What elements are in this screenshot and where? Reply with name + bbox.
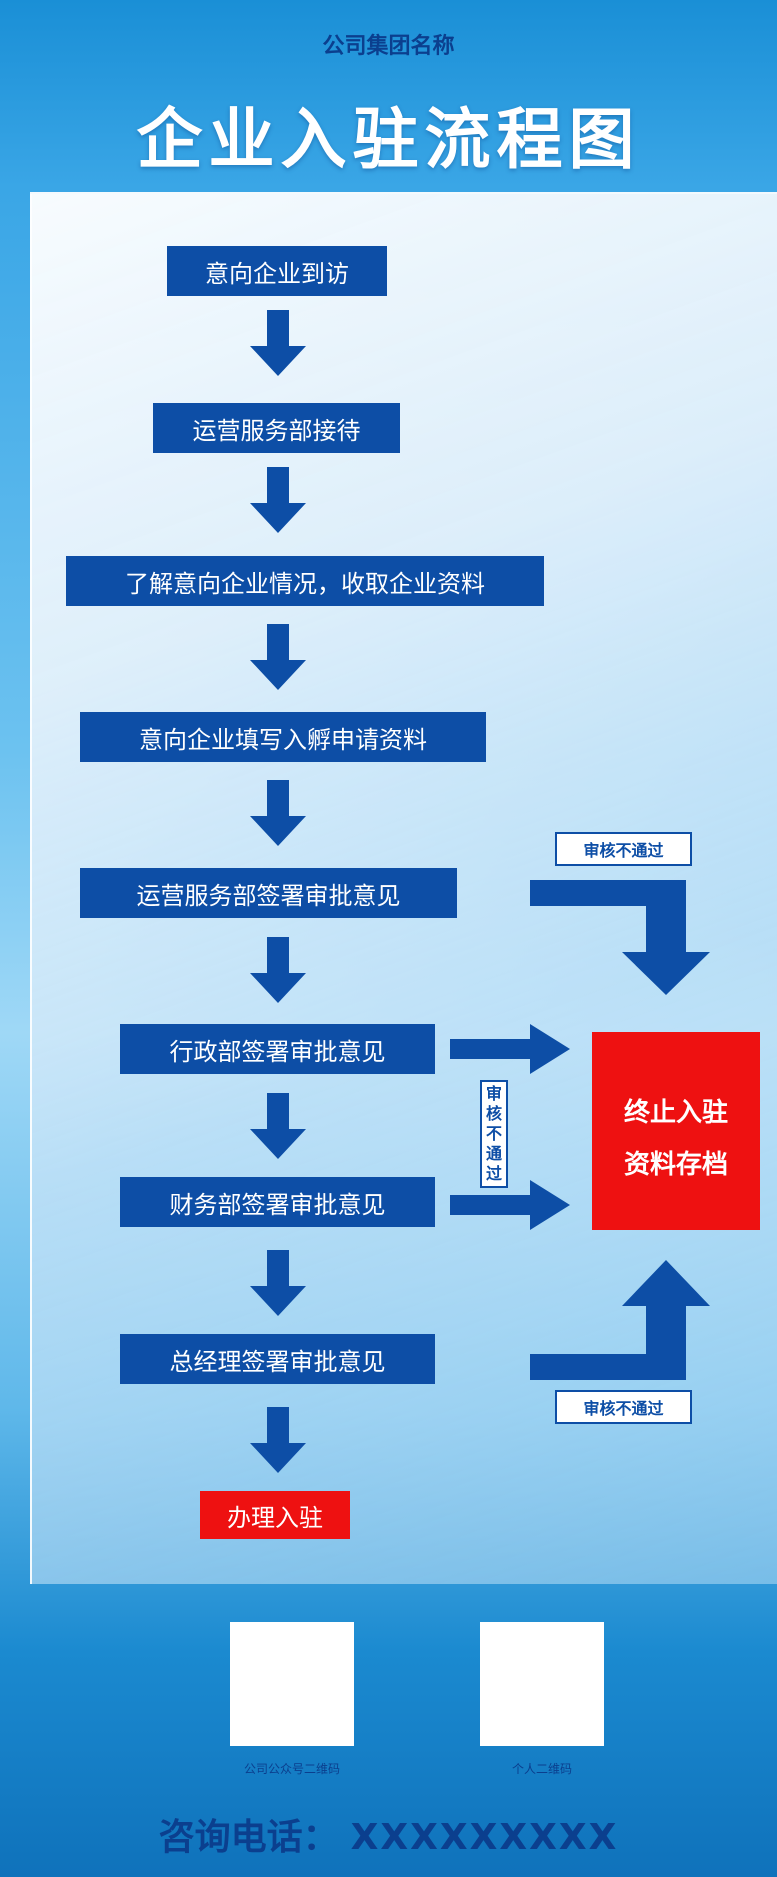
down-arrow-icon: [250, 310, 306, 376]
reject-label-top: 审核不通过: [555, 832, 692, 866]
down-arrow-icon: [250, 624, 306, 690]
terminate-entry-box: 终止入驻 资料存档: [592, 1032, 760, 1230]
step-visit: 意向企业到访: [167, 246, 387, 296]
step-complete-entry: 办理入驻: [200, 1491, 350, 1539]
right-arrow-icon: [450, 1180, 570, 1230]
down-arrow-icon: [250, 467, 306, 533]
step-gm-approval: 总经理签署审批意见: [120, 1334, 435, 1384]
down-arrow-icon: [250, 1407, 306, 1473]
consult-phone: 咨询电话： XXXXXXXXX: [0, 1808, 777, 1860]
step-ops-approval: 运营服务部签署审批意见: [80, 868, 457, 918]
down-arrow-icon: [250, 1250, 306, 1316]
down-arrow-icon: [250, 1093, 306, 1159]
reject-char: 核: [485, 1104, 502, 1123]
reject-label-vertical: 审 核 不 通 过: [480, 1080, 508, 1188]
personal-qr-code: [480, 1622, 604, 1746]
reject-char: 过: [485, 1164, 502, 1183]
down-arrow-icon: [250, 937, 306, 1003]
phone-number: XXXXXXXXX: [350, 1817, 619, 1858]
reject-char: 不: [485, 1124, 502, 1143]
reject-char: 审: [485, 1084, 502, 1103]
reject-label-bottom: 审核不通过: [555, 1390, 692, 1424]
down-arrow-icon: [250, 780, 306, 846]
elbow-arrow-down-icon: [530, 880, 710, 995]
terminate-line-2: 资料存档: [623, 1150, 728, 1180]
reject-char: 通: [485, 1144, 502, 1163]
elbow-arrow-up-icon: [530, 1260, 710, 1380]
company-qr-label: 公司公众号二维码: [243, 1762, 340, 1776]
step-finance-approval: 财务部签署审批意见: [120, 1177, 435, 1227]
phone-label: 咨询电话：: [158, 1817, 339, 1858]
company-qr-code: [230, 1622, 354, 1746]
company-name: 公司集团名称: [322, 34, 455, 59]
step-reception: 运营服务部接待: [153, 403, 400, 453]
step-admin-approval: 行政部签署审批意见: [120, 1024, 435, 1074]
poster-title: 企业入驻流程图: [136, 101, 641, 178]
right-arrow-icon: [450, 1024, 570, 1074]
personal-qr-label: 个人二维码: [511, 1762, 572, 1776]
step-application: 意向企业填写入孵申请资料: [80, 712, 486, 762]
terminate-line-1: 终止入驻: [623, 1098, 728, 1128]
step-collect-info: 了解意向企业情况，收取企业资料: [66, 556, 544, 606]
